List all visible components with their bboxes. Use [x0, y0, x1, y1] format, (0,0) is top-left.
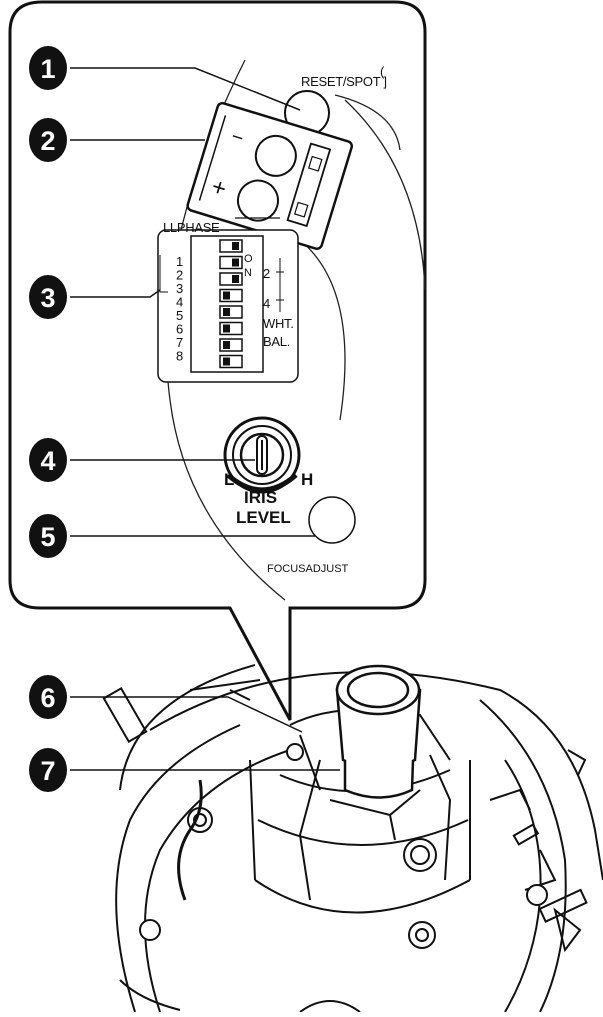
dip-switch-6-knob: [223, 324, 230, 333]
callout-2-number: 2: [40, 126, 55, 156]
reset-bracket-mark: (: [380, 64, 385, 79]
plus-button[interactable]: [233, 176, 283, 226]
callout-7-number: 7: [40, 756, 55, 786]
dip-number-1: 1: [176, 254, 183, 269]
callout-3-badge: [29, 275, 67, 319]
bal-label: BAL.: [263, 334, 290, 349]
callout-4-number: 4: [40, 446, 55, 476]
iris-l-label: L: [224, 470, 234, 489]
callout-2-badge: [29, 118, 67, 162]
housing-arc-right: [344, 99, 426, 291]
camera-body: [102, 664, 603, 1013]
dip-number-4: 4: [176, 295, 183, 310]
on-label-o: O: [244, 253, 253, 265]
callout-5-badge: [29, 514, 67, 558]
dip-number-2: 2: [176, 268, 183, 283]
callout-3-number: 3: [40, 283, 55, 313]
minus-button[interactable]: [251, 131, 301, 181]
ll-phase-bracket: [159, 255, 168, 293]
wht-label: WHT.: [263, 316, 294, 331]
dip-switch-7-knob: [223, 341, 230, 349]
callout-7-badge: [29, 748, 67, 792]
callout-1-number: 1: [40, 54, 55, 84]
callout-6-number: 6: [40, 683, 55, 713]
iris-h-label: H: [301, 470, 313, 489]
iris-label: IRIS: [244, 488, 277, 507]
dip-switch-4-knob: [223, 291, 230, 300]
callout-1-badge: [29, 46, 67, 90]
housing-arc-mid: [334, 94, 401, 151]
dip-number-3: 3: [176, 281, 183, 296]
dip-switch-group: [219, 239, 243, 369]
focus-adjust-button[interactable]: [308, 496, 356, 544]
camera-screws: [139, 743, 548, 949]
focus-adjust-label: FOCUSADJUST: [267, 563, 349, 575]
level-label: LEVEL: [236, 508, 291, 527]
callout-4-badge: [29, 438, 67, 482]
callout-6-badge: [29, 675, 67, 719]
dip-number-6: 6: [176, 322, 183, 337]
dip-number-5: 5: [176, 308, 183, 323]
housing-arc-right2: [299, 239, 346, 421]
camera-lens: [335, 664, 422, 799]
wht-bal-2-label: 2: [263, 266, 270, 281]
adjust-switch-panel: − +: [186, 101, 354, 250]
on-label-n: N: [244, 267, 252, 279]
dip-switch-8-knob: [223, 357, 230, 366]
callout-group: 1 2 3 4 5 6 7: [29, 46, 67, 792]
dip-switch-3-knob: [232, 275, 239, 283]
dip-switch-1-knob: [232, 242, 239, 250]
wht-bal-4-label: 4: [263, 296, 270, 311]
callout-5-number: 5: [40, 522, 55, 552]
camera-cable: [177, 779, 203, 901]
dip-number-7: 7: [176, 335, 183, 350]
dip-switch-2-knob: [232, 258, 239, 267]
dip-number-8: 8: [176, 349, 183, 364]
reset-spot-label: RESET/SPOT ]: [301, 74, 387, 89]
leader-lines: [70, 67, 340, 771]
dip-switch-5-knob: [223, 308, 230, 316]
ll-phase-label: LLPHASE: [163, 220, 220, 235]
iris-level-knob[interactable]: [223, 416, 301, 494]
